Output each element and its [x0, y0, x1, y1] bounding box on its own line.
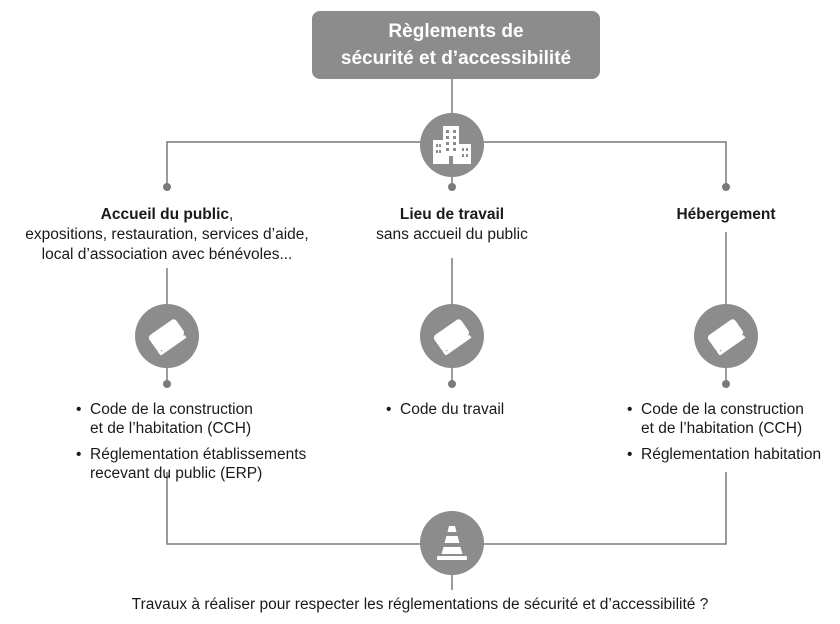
- list-item-line: Code du travail: [400, 401, 505, 418]
- question-text: Travaux à réaliser pour respecter les ré…: [131, 596, 709, 613]
- branch-heading-line: Accueil du public,: [0, 205, 334, 225]
- list-item-line: Réglementation établissements: [90, 446, 307, 463]
- branch-heading: Lieu de travail: [399, 206, 505, 223]
- branch-description-line: local d’association avec bénévoles...: [41, 246, 293, 263]
- book-icon: [420, 304, 484, 368]
- title-line-2: sécurité et d’accessibilité: [340, 48, 572, 69]
- list-item: Code de la construction et de l’habitati…: [627, 400, 837, 438]
- branch-lieu-travail: Lieu de travail sans accueil du public: [342, 205, 562, 245]
- list-item-line: et de l’habitation (CCH): [641, 420, 803, 437]
- branch-accueil-public: Accueil du public, expositions, restaura…: [0, 205, 334, 265]
- bullet-list-hebergement: Code de la construction et de l’habitati…: [627, 400, 837, 471]
- branch-heading-suffix: ,: [229, 206, 234, 223]
- branch-heading: Accueil du public: [100, 206, 229, 223]
- list-item: Réglementation établissements recevant d…: [76, 445, 326, 483]
- list-item-line: recevant du public (ERP): [90, 465, 263, 482]
- book-icon: [135, 304, 199, 368]
- list-item: Réglementation habitation: [627, 445, 837, 464]
- branch-heading-line: Lieu de travail: [342, 205, 562, 225]
- list-item-line: Réglementation habitation: [641, 446, 822, 463]
- branch-hebergement: Hébergement: [626, 205, 826, 225]
- branch-heading-line: Hébergement: [626, 205, 826, 225]
- title-box: Règlements de sécurité et d’accessibilit…: [312, 11, 600, 79]
- branch-heading: Hébergement: [676, 206, 776, 223]
- branch-description-line: sans accueil du public: [376, 226, 528, 243]
- list-item-line: Code de la construction: [90, 401, 253, 418]
- list-item: Code de la construction et de l’habitati…: [76, 400, 326, 438]
- branch-description-line: expositions, restauration, services d’ai…: [25, 226, 309, 243]
- building-icon: [420, 113, 484, 177]
- title-line-1: Règlements de: [388, 21, 524, 42]
- bullet-list-accueil-public: Code de la construction et de l’habitati…: [76, 400, 326, 490]
- list-item: Code du travail: [386, 400, 546, 419]
- traffic-cone-icon: [420, 511, 484, 575]
- bullet-list-lieu-travail: Code du travail: [386, 400, 546, 426]
- list-item-line: et de l’habitation (CCH): [90, 420, 252, 437]
- list-item-line: Code de la construction: [641, 401, 804, 418]
- book-icon: [694, 304, 758, 368]
